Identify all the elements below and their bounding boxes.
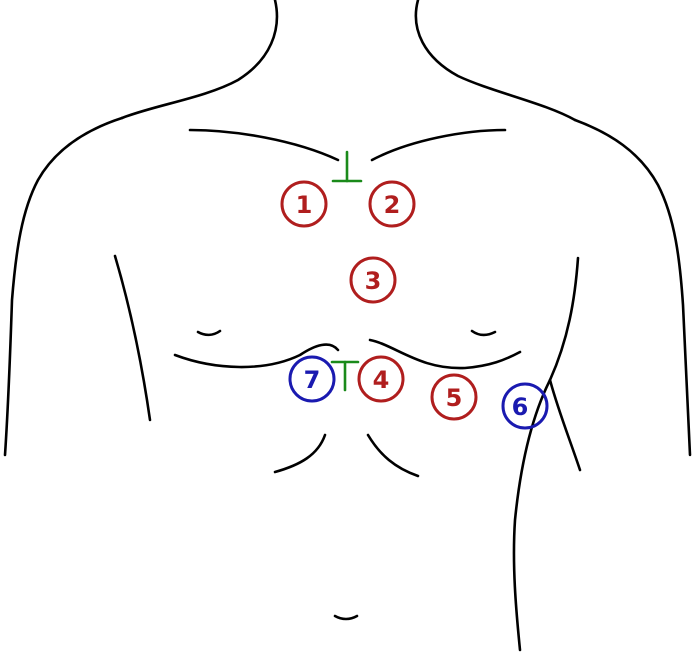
right-shoulder-arm: [573, 118, 692, 457]
marker-7-label: 7: [304, 366, 321, 394]
right-nipple: [470, 329, 497, 337]
left-nipple: [196, 329, 222, 337]
right-clavicle: [370, 128, 507, 162]
marker-2-label: 2: [384, 191, 401, 219]
marker-1: 1: [280, 180, 328, 228]
xiphoid-symbol: [330, 360, 360, 392]
marker-3-circle: [349, 256, 397, 304]
left-shoulder-arm: [3, 116, 124, 457]
neck-right-line: [414, 0, 577, 122]
marker-4-label: 4: [373, 366, 390, 394]
left-armpit-line: [113, 254, 152, 422]
marker-2: 2: [368, 180, 416, 228]
marker-7: 7: [288, 355, 336, 403]
left-pectoral: [173, 343, 340, 369]
right-armpit-line: [548, 256, 582, 472]
marker-4: 4: [357, 355, 405, 403]
marker-1-label: 1: [296, 191, 313, 219]
marker-2-circle: [368, 180, 416, 228]
right-pectoral: [368, 338, 522, 370]
marker-6-circle: [501, 382, 549, 430]
marker-7-circle: [288, 355, 336, 403]
marker-5-label: 5: [446, 384, 463, 412]
left-costal-margin: [273, 433, 327, 474]
marker-3-label: 3: [365, 267, 382, 295]
marker-4-circle: [357, 355, 405, 403]
suprasternal-notch-symbol: [331, 150, 363, 183]
marker-5: 5: [430, 373, 478, 421]
torso-outline: [3, 0, 692, 652]
left-clavicle: [188, 128, 340, 162]
marker-1-circle: [280, 180, 328, 228]
marker-5-circle: [430, 373, 478, 421]
right-flank: [512, 378, 552, 652]
right-costal-margin: [366, 433, 420, 478]
neck-left-line: [120, 0, 279, 120]
marker-6: 6: [501, 382, 549, 430]
navel: [333, 614, 359, 621]
landmarks: [330, 150, 363, 392]
marker-6-label: 6: [512, 393, 529, 421]
marker-3: 3: [349, 256, 397, 304]
